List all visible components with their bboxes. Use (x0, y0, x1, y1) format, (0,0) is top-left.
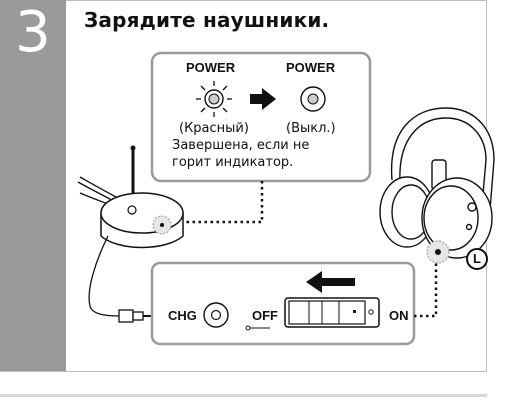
arrow-right-icon (250, 88, 276, 110)
dotted-connector-headphones (414, 262, 438, 318)
power-switch (284, 297, 380, 328)
step-number: 3 (15, 0, 51, 65)
chg-label: CHG (168, 308, 197, 323)
power-label-right: POWER (286, 60, 336, 75)
left-side-mark: L (466, 248, 488, 270)
off-label: OFF (252, 308, 278, 323)
frame-bottom (0, 371, 487, 372)
dotted-connector-charger (186, 181, 264, 224)
chg-jack-icon (203, 302, 229, 328)
slide-arrow-icon (306, 271, 355, 293)
indicator-note-line2: горит индикатор. (172, 155, 294, 170)
state-red-label: (Красный) (179, 121, 249, 136)
led-off-icon (300, 86, 326, 112)
charging-stand (100, 192, 184, 249)
headphones-icon (379, 107, 495, 264)
bottom-rule (0, 394, 487, 397)
power-label-left: POWER (186, 60, 236, 75)
frame-top (66, 0, 486, 1)
led-red-icon (196, 81, 232, 117)
on-label: ON (389, 308, 409, 323)
plug-icon (118, 309, 152, 323)
cable (88, 235, 121, 317)
step-title: Зарядите наушники. (84, 8, 330, 32)
state-off-label: (Выкл.) (286, 121, 336, 136)
step-number-bar (0, 0, 66, 372)
indicator-note-line1: Завершена, если не (172, 138, 310, 153)
